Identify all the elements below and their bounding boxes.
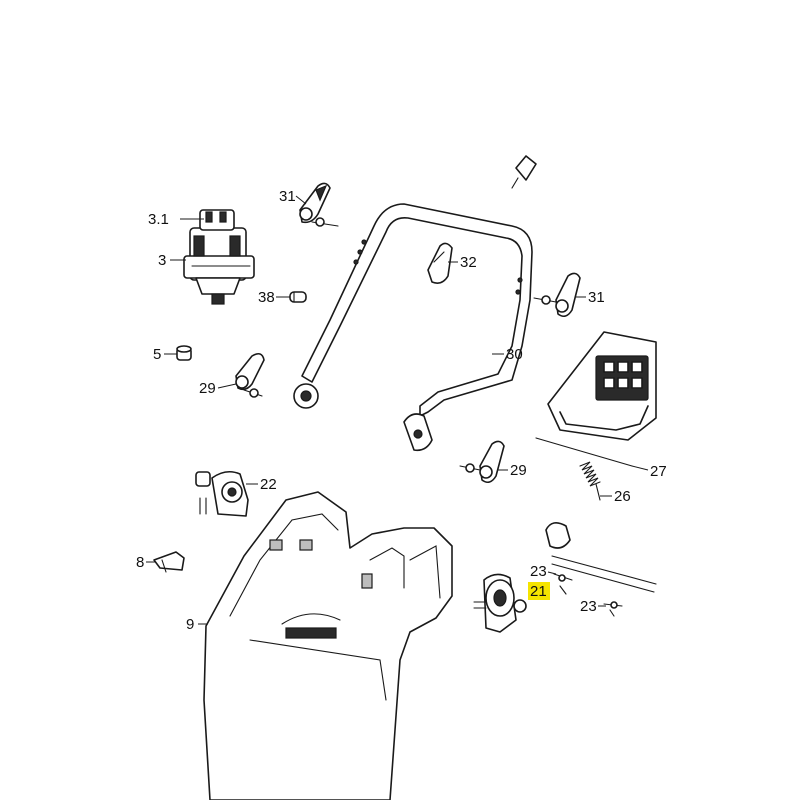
rear-axle[interactable] [545, 522, 657, 593]
spring-part-26[interactable] [579, 461, 601, 501]
callout-31-right: 31 [588, 289, 605, 306]
highlight-box-21 [528, 582, 550, 600]
bracket-part-8[interactable] [153, 551, 185, 573]
leader-27 [631, 465, 649, 471]
fastener-part-23-upper[interactable] [553, 573, 573, 595]
callout-8: 8 [136, 554, 144, 571]
grass-box[interactable] [547, 331, 657, 441]
deck-part-9[interactable] [203, 491, 453, 800]
callout-21: 21 [530, 583, 547, 600]
clip-part-32[interactable] [427, 242, 453, 284]
fastener-part-23-lower[interactable] [603, 601, 623, 617]
callout-29-left: 29 [199, 380, 216, 397]
rod-part-27[interactable] [535, 437, 633, 467]
callout-32: 32 [460, 254, 477, 271]
callout-3: 3 [158, 252, 166, 269]
motor-part-3[interactable] [183, 209, 255, 305]
lever-part-31-left[interactable] [299, 182, 339, 227]
callout-3-1: 3.1 [148, 211, 169, 228]
handle-part-30[interactable] [293, 203, 533, 452]
cable-top [511, 155, 537, 189]
callout-26: 26 [614, 488, 631, 505]
callout-29-right: 29 [510, 462, 527, 479]
callout-27: 27 [650, 463, 667, 480]
leader-31-left [295, 195, 307, 205]
callout-31-left: 31 [279, 188, 296, 205]
callout-22: 22 [260, 476, 277, 493]
wheel-part-21[interactable] [473, 573, 527, 633]
bushing-part-5[interactable] [176, 345, 192, 361]
callout-23-lower: 23 [580, 598, 597, 615]
leader-23-upper [547, 571, 557, 575]
callout-38: 38 [258, 289, 275, 306]
callout-23-upper: 23 [530, 563, 547, 580]
callout-9: 9 [186, 616, 194, 633]
callout-5: 5 [153, 346, 161, 363]
lever-part-29-left[interactable] [235, 352, 265, 398]
bushing-part-38[interactable] [289, 291, 307, 303]
callout-30: 30 [506, 346, 523, 363]
lever-part-29-right[interactable] [459, 440, 505, 484]
lever-part-31-right[interactable] [533, 272, 581, 318]
leader-29-left [217, 383, 237, 389]
adjuster-part-22[interactable] [195, 470, 249, 517]
